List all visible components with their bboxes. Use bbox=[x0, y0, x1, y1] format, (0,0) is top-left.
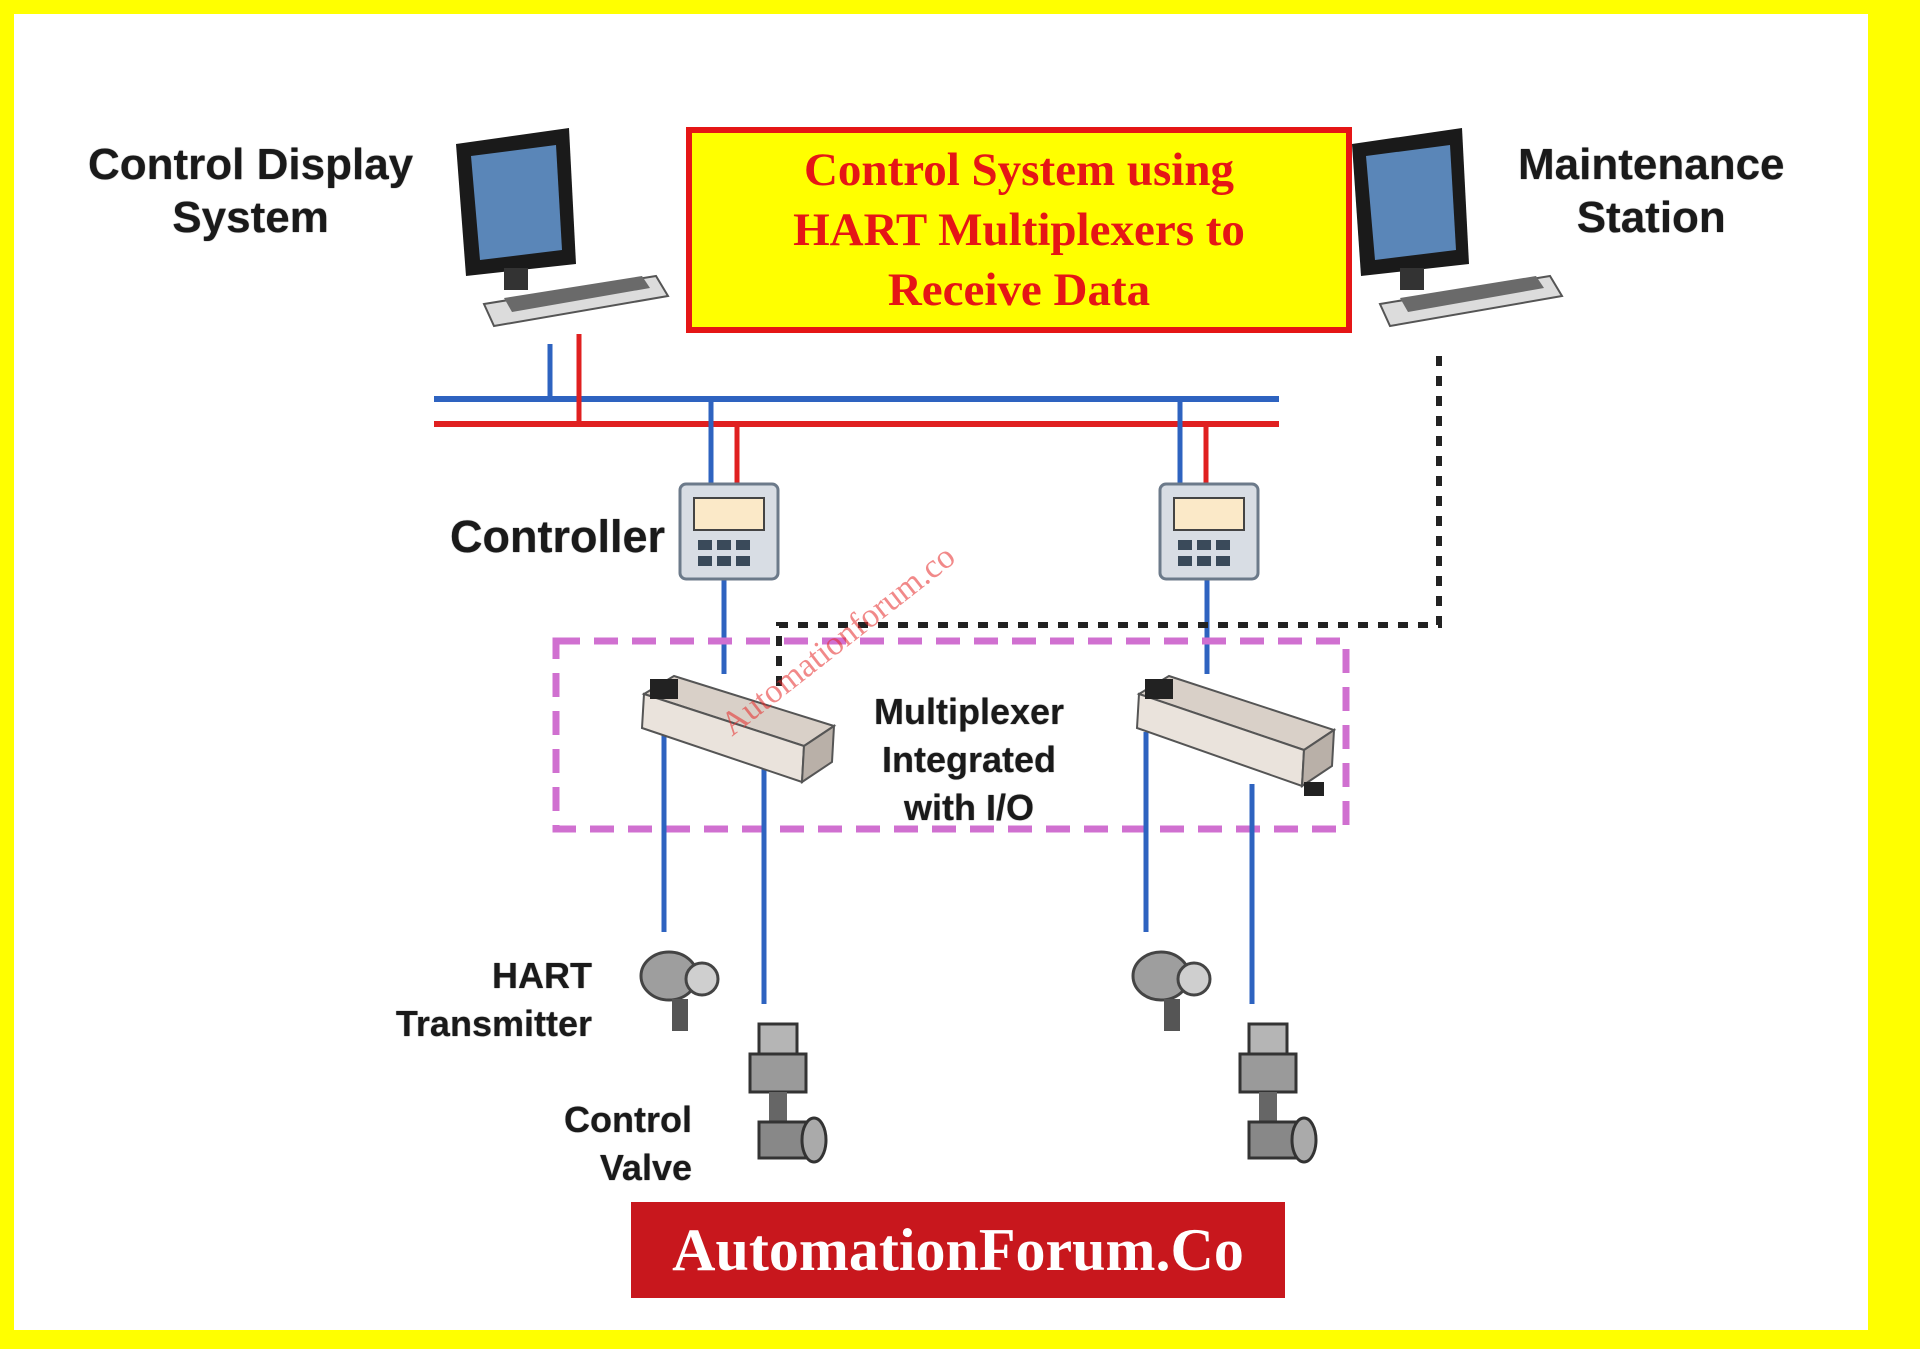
control-valve-label: Control Valve bbox=[564, 1099, 692, 1188]
multiplexer-label: Multiplexer Integrated with I/O bbox=[874, 691, 1065, 828]
transmitter-icon bbox=[1131, 950, 1212, 1031]
controller-label: Controller bbox=[450, 511, 666, 562]
maintenance-station-label: Maintenance Station bbox=[1518, 140, 1785, 242]
controller-icon bbox=[678, 482, 780, 581]
maintenance-dotted-link bbox=[776, 356, 1442, 694]
diagram-canvas: Control Display System Maintenance Stati… bbox=[14, 14, 1868, 1330]
control-display-label: Control Display System bbox=[88, 140, 414, 242]
multiplexer-icon bbox=[640, 674, 837, 784]
valve-icon bbox=[748, 1022, 828, 1164]
multiplexer-icon bbox=[1135, 674, 1337, 796]
hart-transmitter-label: HART Transmitter bbox=[395, 955, 592, 1044]
computer-icon bbox=[1352, 128, 1564, 328]
computer-icon bbox=[456, 128, 670, 328]
title-box: Control System using HART Multiplexers t… bbox=[686, 127, 1352, 333]
multiplexer-dashed-box bbox=[552, 637, 1350, 833]
controller-icon bbox=[1158, 482, 1260, 581]
network-diagram bbox=[434, 128, 1564, 1164]
transmitter-icon bbox=[639, 950, 720, 1031]
valve-icon bbox=[1238, 1022, 1318, 1164]
diagram-title: Control System using HART Multiplexers t… bbox=[793, 144, 1245, 316]
brand-banner: AutomationForum.Co bbox=[631, 1202, 1285, 1298]
brand-text: AutomationForum.Co bbox=[672, 1216, 1244, 1283]
